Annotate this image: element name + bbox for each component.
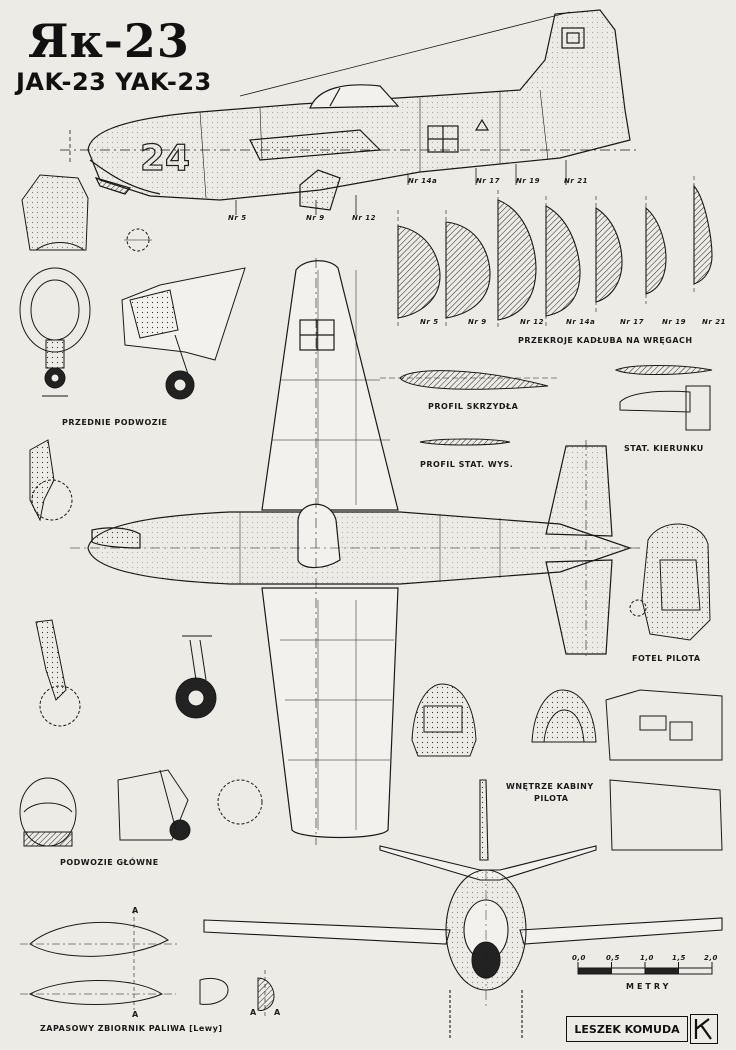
- label-cockpit-pilot: PILOTA: [534, 794, 569, 803]
- frame-ticks: [69, 130, 567, 215]
- frame-label: Nr 21: [564, 177, 588, 185]
- front-gear-drawings: [19, 267, 246, 400]
- section-letter: A: [132, 1010, 139, 1019]
- side-view: [60, 9, 640, 211]
- scale-tick: 1,0: [640, 954, 654, 962]
- label-fuselage-sections: PRZEKROJE KADŁUBA NA WRĘGACH: [518, 336, 693, 345]
- drop-tank: [20, 910, 275, 1016]
- publisher-logo-icon: [690, 1014, 718, 1044]
- section-letter: A: [250, 1008, 257, 1017]
- pilot-seat: [629, 523, 711, 641]
- section-label: Nr 9: [468, 318, 487, 326]
- frame-label: Nr 19: [516, 177, 540, 185]
- label-stab-profile: PROFIL STAT. WYS.: [420, 460, 514, 469]
- label-rudder: STAT. KIERUNKU: [624, 444, 704, 453]
- scale-tick: 1,5: [672, 954, 686, 962]
- frame-label: Nr 17: [476, 177, 500, 185]
- front-view: [203, 779, 723, 1040]
- nose-gear-bay-detail: [21, 174, 152, 252]
- frame-label: Nr 12: [352, 214, 376, 222]
- scale-tick: 0,5: [606, 954, 620, 962]
- aircraft-number-marking: 24: [140, 138, 190, 179]
- section-label: Nr 21: [702, 318, 726, 326]
- scale-tick: 2,0: [704, 954, 718, 962]
- main-gear-drawings: [19, 439, 263, 847]
- label-cockpit-interior: WNĘTRZE KABINY: [506, 782, 594, 791]
- wing-profiles: [380, 365, 713, 446]
- label-wing-profile: PROFIL SKRZYDŁA: [428, 402, 519, 411]
- section-label: Nr 12: [520, 318, 544, 326]
- section-label: Nr 17: [620, 318, 644, 326]
- frame-label: Nr 5: [228, 214, 247, 222]
- section-label: Nr 19: [662, 318, 686, 326]
- scale-tick: 0,0: [572, 954, 586, 962]
- scale-bar: [577, 962, 713, 975]
- section-label: Nr 5: [420, 318, 439, 326]
- title-latin: JAK-23 YAK-23: [16, 68, 212, 96]
- fuselage-sections: [397, 176, 713, 330]
- section-letter: A: [274, 1008, 281, 1017]
- section-label: Nr 14a: [566, 318, 596, 326]
- section-letter: A: [132, 906, 139, 915]
- frame-label: Nr 9: [306, 214, 325, 222]
- label-front-gear: PRZEDNIE PODWOZIE: [62, 418, 168, 427]
- label-drop-tank: ZAPASOWY ZBIORNIK PALIWA [Lewy]: [40, 1024, 223, 1033]
- title-cyrillic: Як-23: [28, 14, 190, 68]
- author-box: LESZEK KOMUDA: [566, 1016, 688, 1042]
- cockpit-drawings: [411, 683, 723, 851]
- label-main-gear: PODWOZIE GŁÓWNE: [60, 858, 159, 867]
- top-view: [70, 258, 640, 845]
- label-seat: FOTEL PILOTA: [632, 654, 701, 663]
- scale-unit: METRY: [626, 982, 672, 991]
- frame-label: Nr 14a: [408, 177, 438, 185]
